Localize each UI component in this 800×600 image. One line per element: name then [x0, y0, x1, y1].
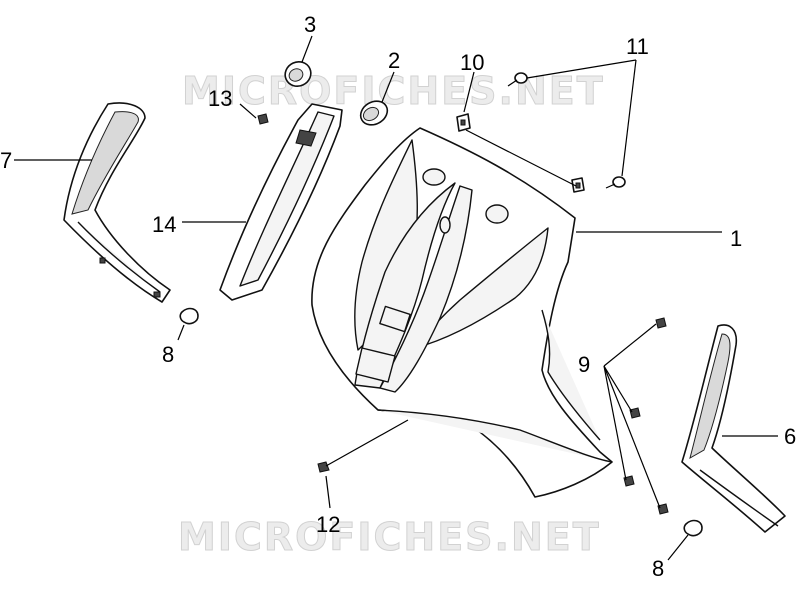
callout-8-upper: 8 [162, 342, 174, 367]
shield-badge-window [379, 305, 411, 333]
callout-14: 14 [152, 212, 176, 237]
part-screw-12 [317, 461, 330, 473]
part-screw-13 [257, 113, 269, 125]
callout-1: 1 [730, 226, 742, 251]
part-screw-11-lower [605, 176, 626, 189]
shield-lower-plate [355, 347, 396, 383]
part-right-side-trim [681, 324, 786, 533]
part-center-strip [219, 103, 343, 301]
callout-13: 13 [208, 86, 232, 111]
shield-hole-left [422, 168, 446, 186]
callout-3: 3 [304, 12, 316, 37]
part-screw-9-c [623, 475, 635, 487]
part-clip-nut-upper [456, 113, 471, 132]
part-left-side-trim [63, 102, 171, 303]
callout-10: 10 [460, 50, 484, 75]
part-round-cap-2 [359, 100, 389, 126]
callout-11: 11 [626, 34, 649, 59]
watermark-bottom: MICROFICHES.NET [178, 515, 601, 560]
watermark-text: MICROFICHES.NET [178, 515, 601, 559]
part-screw-9-d [657, 503, 669, 515]
trim-clip-hole [99, 257, 106, 264]
strip-clip [295, 129, 317, 147]
part-rubber-cap-lower [683, 519, 703, 537]
callout-7: 7 [0, 148, 12, 173]
part-screw-9-b [629, 407, 641, 419]
shield-side-flange [541, 309, 601, 441]
shield-center-rib [379, 185, 473, 393]
callout-12: 12 [316, 512, 340, 537]
trim-clip-hole [153, 291, 161, 298]
part-round-cap-3 [284, 61, 312, 87]
callout-labels: 3 2 10 11 13 14 7 8 1 9 6 12 8 [0, 12, 796, 581]
callout-9: 9 [578, 352, 590, 377]
callout-6: 6 [784, 424, 796, 449]
part-front-shield [311, 127, 613, 498]
callout-2: 2 [388, 48, 400, 73]
callout-8-lower: 8 [652, 556, 664, 581]
shield-hole-right [485, 204, 509, 224]
shield-slot [439, 216, 451, 234]
part-rubber-cap-upper [179, 307, 199, 325]
leader-lines [14, 35, 778, 561]
shield-center-rib-left [354, 182, 456, 389]
shield-lower-edge [377, 409, 613, 463]
part-screw-9-a [655, 317, 667, 329]
